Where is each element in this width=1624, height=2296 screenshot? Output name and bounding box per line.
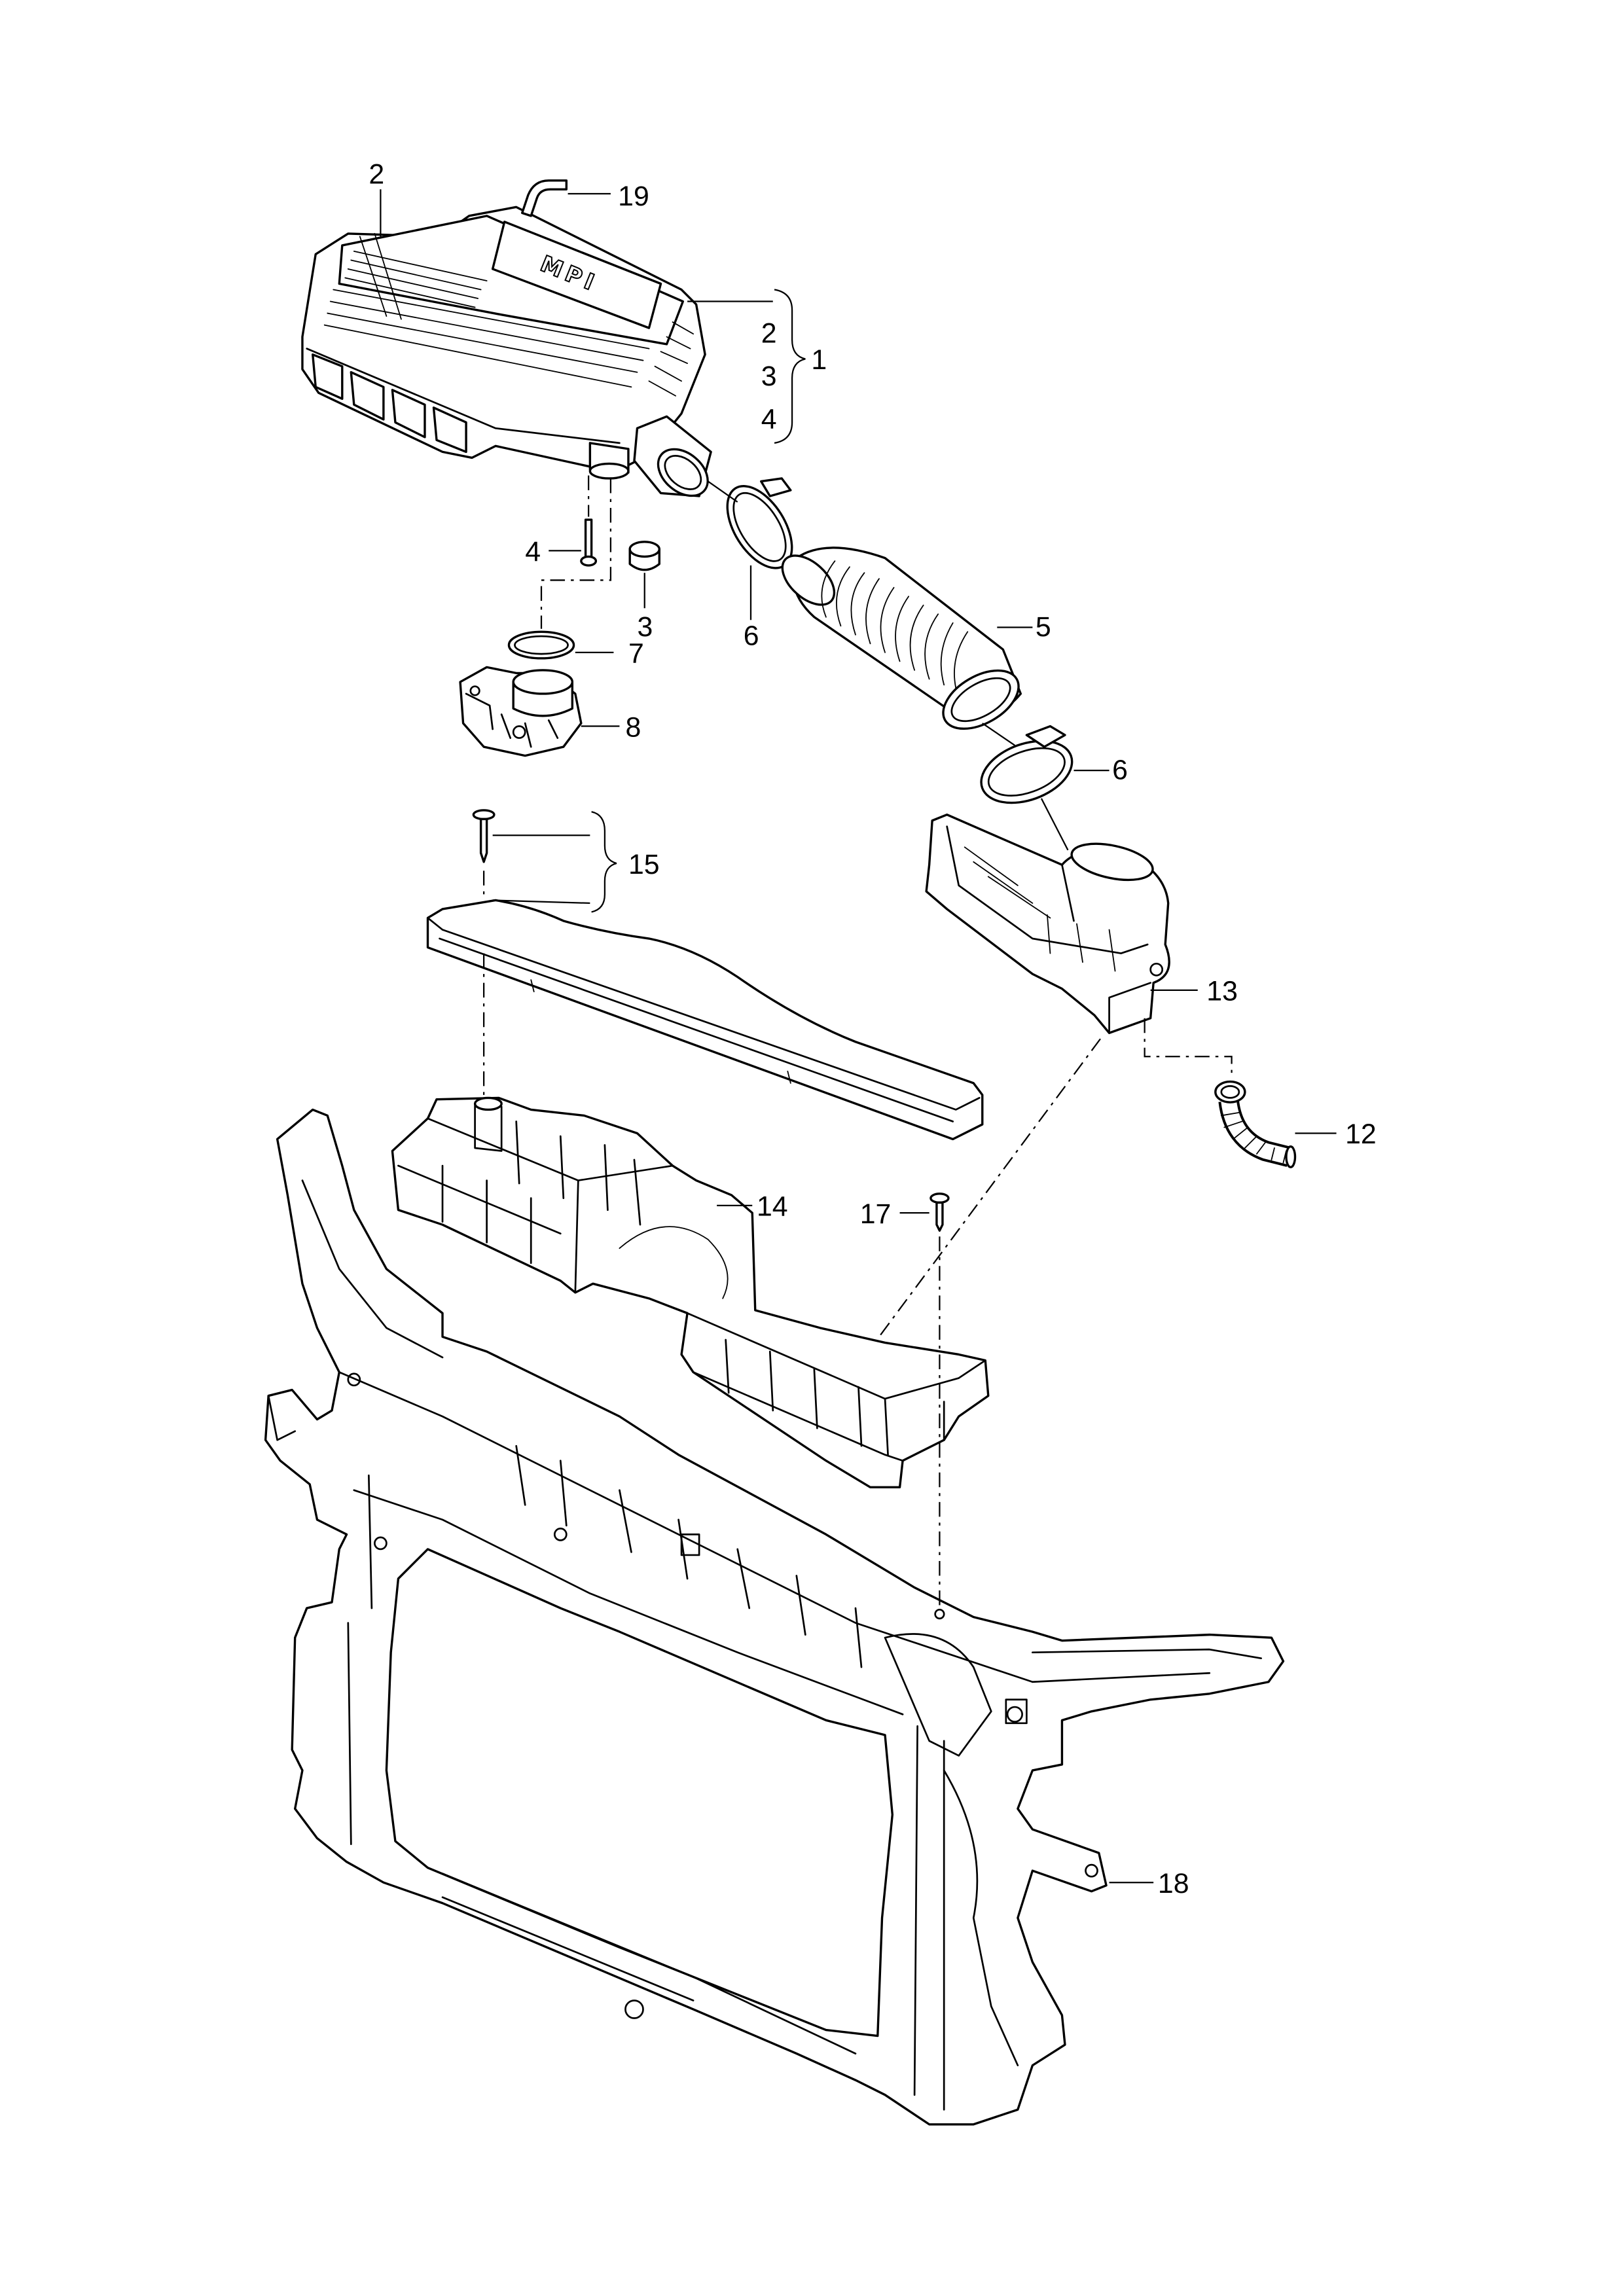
callout-6-lower: 6 — [1112, 755, 1128, 786]
callout-14: 14 — [757, 1191, 788, 1223]
bolt-4 — [580, 518, 598, 567]
grommet-3 — [628, 541, 660, 571]
callout-17: 17 — [860, 1198, 892, 1230]
air-filter-housing: MPI — [301, 206, 712, 497]
intake-hose-5 — [781, 547, 1022, 730]
callout-18: 18 — [1158, 1868, 1189, 1899]
housing-outlet-pipe — [633, 415, 712, 497]
vent-hose-19 — [521, 179, 568, 217]
bolt-15 — [472, 809, 496, 863]
leader-lines — [380, 189, 1337, 1884]
callout-3-group: 3 — [761, 361, 777, 392]
hose-ribs — [821, 560, 969, 689]
callout-2-group: 2 — [761, 318, 777, 350]
logo-panel — [491, 221, 662, 329]
callout-7: 7 — [628, 638, 644, 670]
callout-3: 3 — [637, 611, 653, 643]
callout-15: 15 — [628, 849, 660, 880]
lid-ribs — [323, 232, 695, 397]
assembly-lines — [482, 475, 1233, 1609]
throttle-outlet — [588, 442, 630, 480]
callout-1: 1 — [811, 344, 827, 376]
lock-carrier-opening — [385, 1548, 894, 2037]
hose-clamp-6-lower — [980, 725, 1074, 804]
housing-lid — [338, 215, 685, 346]
hose-12 — [1214, 1080, 1297, 1168]
callout-5: 5 — [1036, 611, 1051, 643]
housing-feet — [306, 348, 621, 454]
callout-4: 4 — [525, 536, 541, 567]
callout-labels: 2 19 2 3 4 1 4 3 6 5 7 8 6 15 13 12 14 1… — [369, 158, 1376, 1899]
cover-panel-15 — [426, 899, 984, 1141]
o-ring-7 — [507, 630, 575, 660]
throttle-body-8 — [459, 666, 583, 757]
screw-17 — [929, 1193, 950, 1232]
air-guide-14 — [391, 1096, 990, 1488]
callout-6-upper: 6 — [744, 620, 759, 652]
callout-13: 13 — [1206, 976, 1238, 1007]
callout-2-top: 2 — [369, 158, 384, 190]
callout-12: 12 — [1345, 1119, 1377, 1150]
air-duct-13 — [925, 814, 1170, 1034]
callout-8: 8 — [625, 711, 641, 743]
callout-19: 19 — [618, 181, 649, 212]
lock-carrier-18 — [264, 1108, 1285, 2126]
callout-4-group: 4 — [761, 403, 777, 435]
